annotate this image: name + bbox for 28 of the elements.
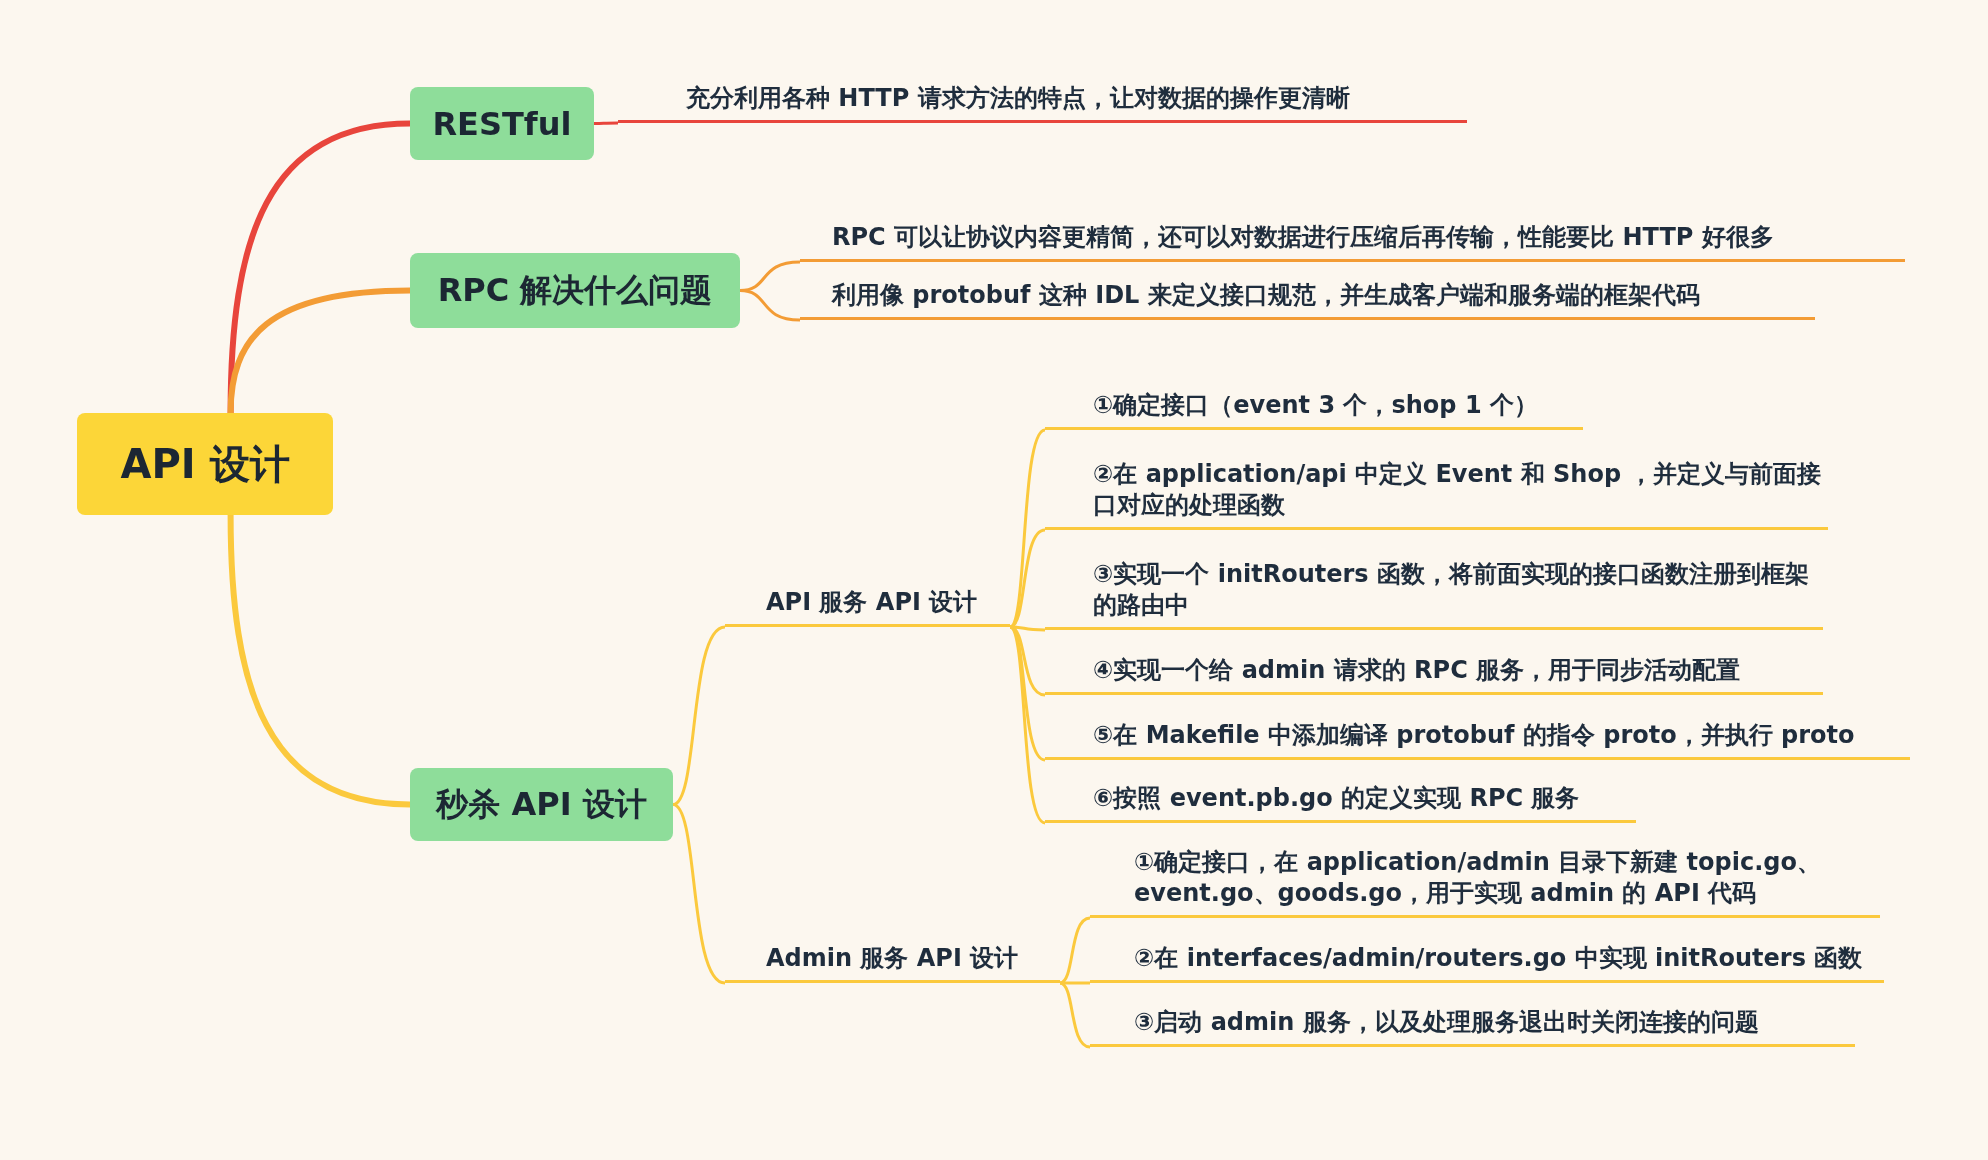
branch-line — [594, 121, 618, 125]
topic-text: ④实现一个给 admin 请求的 RPC 服务，用于同步活动配置 — [1093, 654, 1741, 686]
topic-text: ③实现一个 initRouters 函数，将前面实现的接口函数注册到框架的路由中 — [1093, 558, 1810, 621]
topic-text: 利用像 protobuf 这种 IDL 来定义接口规范，并生成客户端和服务端的框架代码 — [832, 279, 1700, 311]
root-topic-box: API 设计 — [77, 413, 333, 515]
branch-line — [1060, 981, 1090, 985]
branch-line — [1059, 916, 1091, 985]
topic-text: ⑥按照 event.pb.go 的定义实现 RPC 服务 — [1093, 782, 1580, 814]
branch-line — [1009, 625, 1046, 762]
topic-text: 充分利用各种 HTTP 请求方法的特点，让对数据的操作更清晰 — [686, 82, 1350, 114]
topic-text: RPC 可以让协议内容更精简，还可以对数据进行压缩后再传输，性能要比 HTTP 好很多 — [832, 221, 1774, 253]
topic-text: ②在 interfaces/admin/routers.go 中实现 initRouters 函数 — [1134, 942, 1863, 974]
branch-line — [739, 289, 801, 322]
branch-line — [672, 803, 726, 985]
topic-text: Admin 服务 API 设计 — [766, 942, 1019, 974]
topic-text: ③启动 admin 服务，以及处理服务退出时关闭连接的问题 — [1134, 1006, 1759, 1038]
branch-line — [1059, 981, 1091, 1049]
branch-line — [227, 287, 411, 414]
branch-line — [227, 514, 411, 808]
topic-text: ①确定接口，在 application/admin 目录下新建 topic.go、event.go、goods.go，用于实现 admin 的 API 代码 — [1134, 846, 1822, 909]
topic-box: 秒杀 API 设计 — [410, 768, 673, 841]
topic-text: API 服务 API 设计 — [766, 586, 978, 618]
topic-text: ⑤在 Makefile 中添加编译 protobuf 的指令 proto，并执行 proto — [1093, 719, 1855, 751]
topic-text: ①确定接口（event 3 个，shop 1 个） — [1093, 389, 1538, 421]
topic-text: ②在 application/api 中定义 Event 和 Shop ，并定义与前面接口对应的处理函数 — [1093, 458, 1823, 521]
topic-box: RESTful — [410, 87, 594, 160]
topic-box: RPC 解决什么问题 — [410, 253, 740, 328]
branch-line — [672, 625, 726, 806]
